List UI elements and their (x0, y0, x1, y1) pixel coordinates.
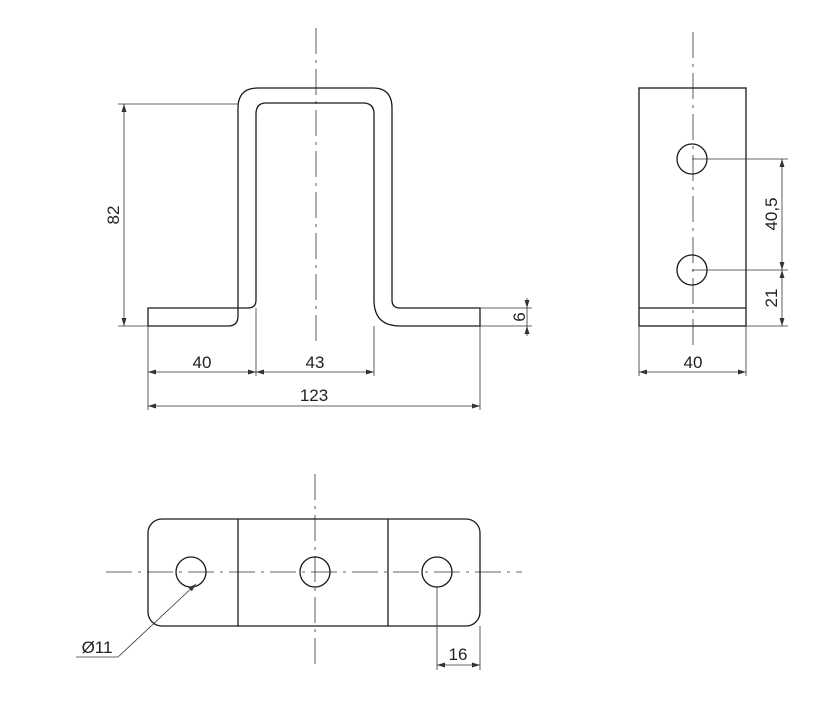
dim-40-5-label: 40,5 (762, 197, 781, 230)
side-view-outline (638, 87, 747, 327)
dim-side-40-arrow-right (738, 369, 746, 375)
dim-diameter-leader (117, 583, 197, 658)
dim-21-arrow-bottom (779, 318, 785, 326)
top-view-hole-center (299, 556, 331, 588)
dim-40-5-arrow-bottom (779, 262, 785, 270)
dim-43-arrow-left (256, 369, 264, 375)
dim-123-arrow-left (148, 403, 156, 409)
dim-123-arrow-right (472, 403, 480, 409)
dim-123-label: 123 (300, 386, 328, 405)
dim-82-label: 82 (104, 206, 123, 225)
dim-21-label: 21 (762, 289, 781, 308)
dim-diameter-label: Ø11 (82, 638, 113, 657)
dim-6-arrow-top (524, 300, 530, 308)
dim-82-arrow-top (121, 104, 127, 112)
front-view: 82 6 40 43 123 (104, 28, 532, 410)
dim-40-arrow-right (248, 369, 256, 375)
dim-40-5-arrow-top (779, 159, 785, 167)
dim-43-label: 43 (306, 353, 325, 372)
dim-6-arrow-bottom (524, 326, 530, 334)
top-view-outline (147, 518, 481, 627)
dim-side-40-label: 40 (684, 353, 703, 372)
dim-21-arrow-top (779, 270, 785, 278)
top-view: Ø11 16 (76, 474, 522, 670)
dim-16-label: 16 (449, 645, 468, 664)
dim-82-arrow-bottom (121, 318, 127, 326)
dim-6-label: 6 (510, 312, 529, 321)
dim-16-arrow-right (472, 662, 480, 668)
dim-side-40-arrow-left (639, 369, 647, 375)
dim-16-arrow-left (437, 662, 445, 668)
dim-40-label: 40 (193, 353, 212, 372)
dim-43-arrow-right (366, 369, 374, 375)
dim-diameter-arrow (188, 584, 196, 592)
bracket-outer-profile (147, 87, 481, 327)
side-view: 40,5 21 40 (638, 32, 788, 376)
dim-40-arrow-left (148, 369, 156, 375)
